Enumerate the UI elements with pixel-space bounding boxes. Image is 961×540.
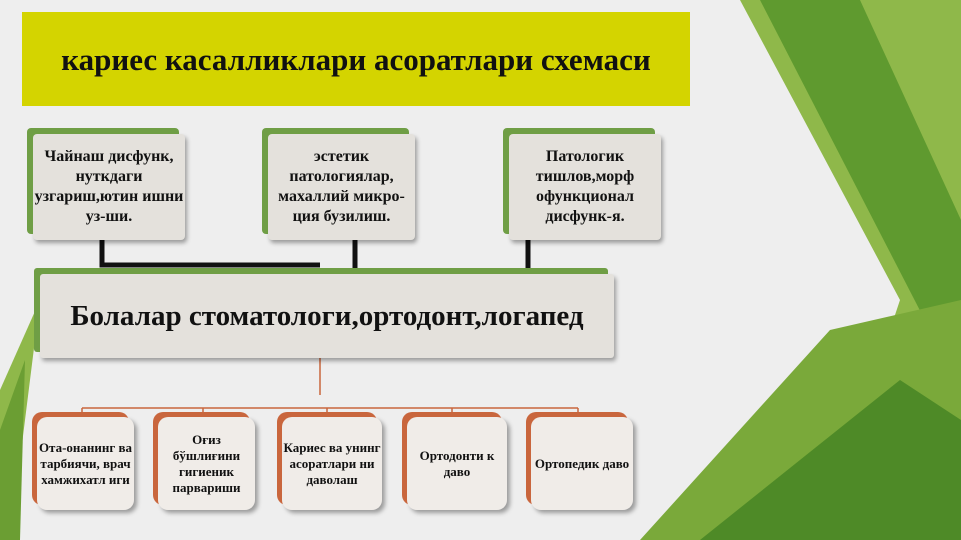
bottom-box-2-text: Оғиз бўшлиғини гигиеник парвариши	[172, 431, 241, 495]
top-box-2: эстетик патологиялар, махаллий микро-ция…	[268, 134, 415, 240]
bottom-box-5-text: Ортопедик даво	[534, 455, 630, 471]
center-box: Болалар стоматологи,ортодонт,логапед	[40, 274, 614, 358]
connector-drops	[81, 408, 579, 418]
title-banner: кариес касалликлари асоратлари схемаси	[22, 12, 690, 106]
connector-top-left	[99, 240, 320, 268]
top-box-1-text: Чайнаш дисфунк, нуткдаги узгариш,ютин иш…	[34, 148, 184, 225]
top-box-3-text: Патологик тишлов,морф офункционал дисфун…	[535, 148, 635, 225]
bottom-box-5: Ортопедик даво	[531, 417, 633, 510]
bottom-box-1-text: Ота-онанинг ва тарбиячи, врач хамжихатл …	[38, 439, 133, 487]
bottom-box-3: Кариес ва унинг асоратлари ни даволаш	[282, 417, 382, 510]
bottom-box-2: Оғиз бўшлиғини гигиеник парвариши	[158, 417, 255, 510]
top-box-3: Патологик тишлов,морф офункционал дисфун…	[509, 134, 661, 240]
bottom-box-3-text: Кариес ва унинг асоратлари ни даволаш	[283, 439, 381, 487]
bottom-box-1: Ота-онанинг ва тарбиячи, врач хамжихатл …	[37, 417, 134, 510]
bottom-box-4-text: Ортодонти к даво	[419, 447, 495, 479]
top-box-2-text: эстетик патологиялар, махаллий микро-ция…	[278, 148, 405, 225]
diagram-title: кариес касалликлари асоратлари схемаси	[61, 41, 651, 77]
center-box-text: Болалар стоматологи,ортодонт,логапед	[70, 299, 584, 332]
bottom-box-4: Ортодонти к даво	[407, 417, 507, 510]
top-box-1: Чайнаш дисфунк, нуткдаги узгариш,ютин иш…	[33, 134, 185, 240]
